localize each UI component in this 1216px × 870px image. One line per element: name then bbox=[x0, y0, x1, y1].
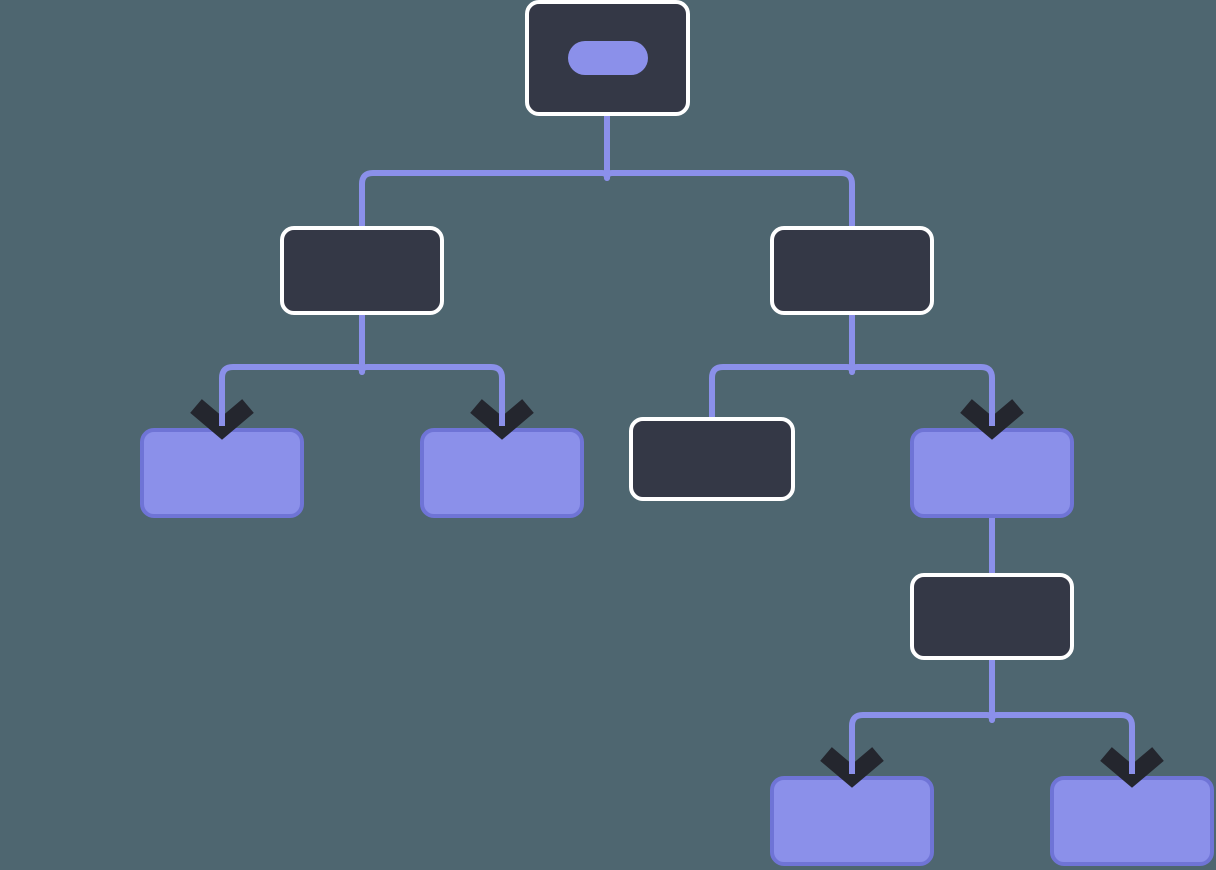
arrowhead-icon bbox=[820, 747, 884, 788]
node-box[interactable] bbox=[280, 226, 444, 315]
node-box[interactable] bbox=[420, 428, 584, 518]
arrowhead-icon bbox=[1100, 747, 1164, 788]
node-n2-branch[interactable] bbox=[770, 226, 934, 315]
node-box[interactable] bbox=[1050, 776, 1214, 866]
node-box[interactable] bbox=[770, 226, 934, 315]
node-n3-leaf[interactable] bbox=[140, 428, 304, 518]
edge-n7-to-n9 bbox=[989, 590, 1135, 796]
node-box[interactable] bbox=[910, 573, 1074, 660]
node-box[interactable] bbox=[910, 428, 1074, 518]
node-n8-leaf[interactable] bbox=[770, 776, 934, 866]
edge-n0-to-n2 bbox=[604, 58, 855, 320]
node-n6-branch[interactable] bbox=[910, 428, 1074, 518]
node-n5-leaf[interactable] bbox=[629, 417, 795, 501]
node-box[interactable] bbox=[140, 428, 304, 518]
node-n1-branch[interactable] bbox=[280, 226, 444, 315]
node-n9-leaf[interactable] bbox=[1050, 776, 1214, 866]
node-box[interactable] bbox=[629, 417, 795, 501]
node-box[interactable] bbox=[770, 776, 934, 866]
nodes-layer bbox=[140, 0, 1214, 866]
node-n4-leaf[interactable] bbox=[420, 428, 584, 518]
arrowhead-icon bbox=[960, 399, 1024, 440]
edge-n2-to-n6 bbox=[849, 240, 995, 448]
node-pill-badge bbox=[568, 41, 648, 75]
arrowhead-icon bbox=[190, 399, 254, 440]
arrowhead-icon bbox=[470, 399, 534, 440]
edges-layer bbox=[219, 58, 1135, 796]
node-n0-root[interactable] bbox=[525, 0, 690, 116]
arrowheads-layer bbox=[190, 392, 1164, 788]
node-n7-branch[interactable] bbox=[910, 573, 1074, 660]
edge-n1-to-n4 bbox=[359, 240, 505, 448]
